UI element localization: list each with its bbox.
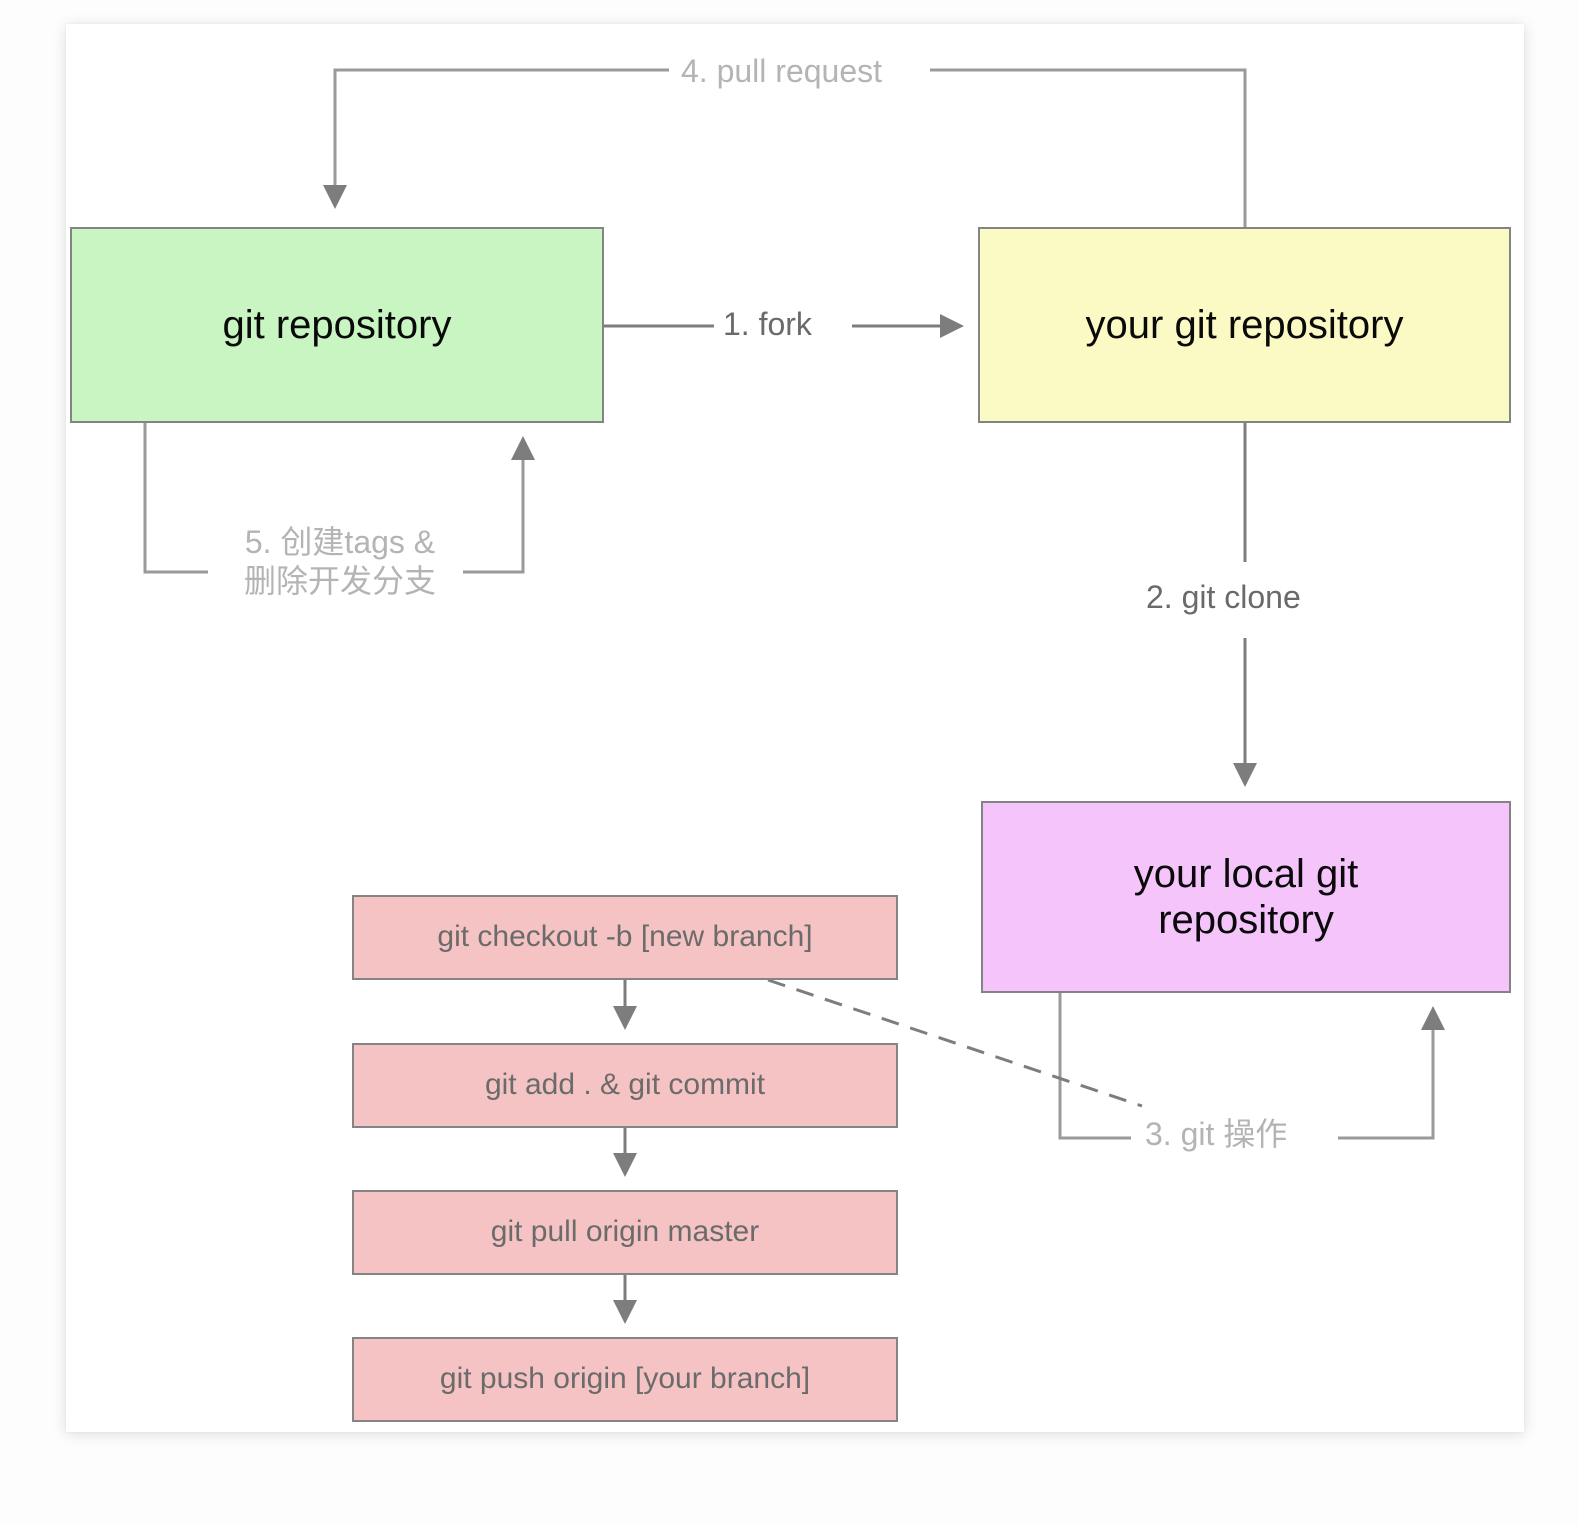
node-your-local-git-repository-label: your local git repository	[1134, 851, 1359, 943]
node-git-repository-label: git repository	[222, 303, 452, 347]
edge-label-create-tags-line2: 删除开发分支	[243, 563, 436, 600]
edge-label-pull-request: 4. pull request	[681, 53, 883, 89]
node-cmd-git-commit[interactable]: git add . & git commit	[352, 1043, 898, 1128]
node-your-local-git-repository-line1: your local git	[1133, 852, 1359, 896]
node-cmd-git-push[interactable]: git push origin [your branch]	[352, 1337, 898, 1422]
node-your-git-repository[interactable]: your git repository	[978, 227, 1511, 423]
edge-label-git-ops: 3. git 操作	[1145, 1116, 1288, 1152]
node-cmd-git-checkout-label: git checkout -b [new branch]	[437, 920, 813, 954]
edge-label-create-tags-line1: 5. 创建tags &	[244, 524, 436, 560]
edge-label-git-clone: 2. git clone	[1146, 579, 1301, 615]
node-your-local-git-repository[interactable]: your local git repository	[981, 801, 1511, 993]
node-your-git-repository-label: your git repository	[1085, 303, 1404, 347]
node-cmd-git-commit-label: git add . & git commit	[484, 1068, 766, 1102]
edge-label-fork: 1. fork	[723, 306, 812, 342]
node-cmd-git-checkout[interactable]: git checkout -b [new branch]	[352, 895, 898, 980]
node-git-repository[interactable]: git repository	[70, 227, 604, 423]
node-your-local-git-repository-line2: repository	[1158, 898, 1334, 942]
node-cmd-git-pull[interactable]: git pull origin master	[352, 1190, 898, 1275]
edge-label-create-tags: 5. 创建tags & 删除开发分支	[222, 523, 458, 601]
node-cmd-git-push-label: git push origin [your branch]	[439, 1362, 811, 1396]
node-cmd-git-pull-label: git pull origin master	[490, 1215, 760, 1249]
